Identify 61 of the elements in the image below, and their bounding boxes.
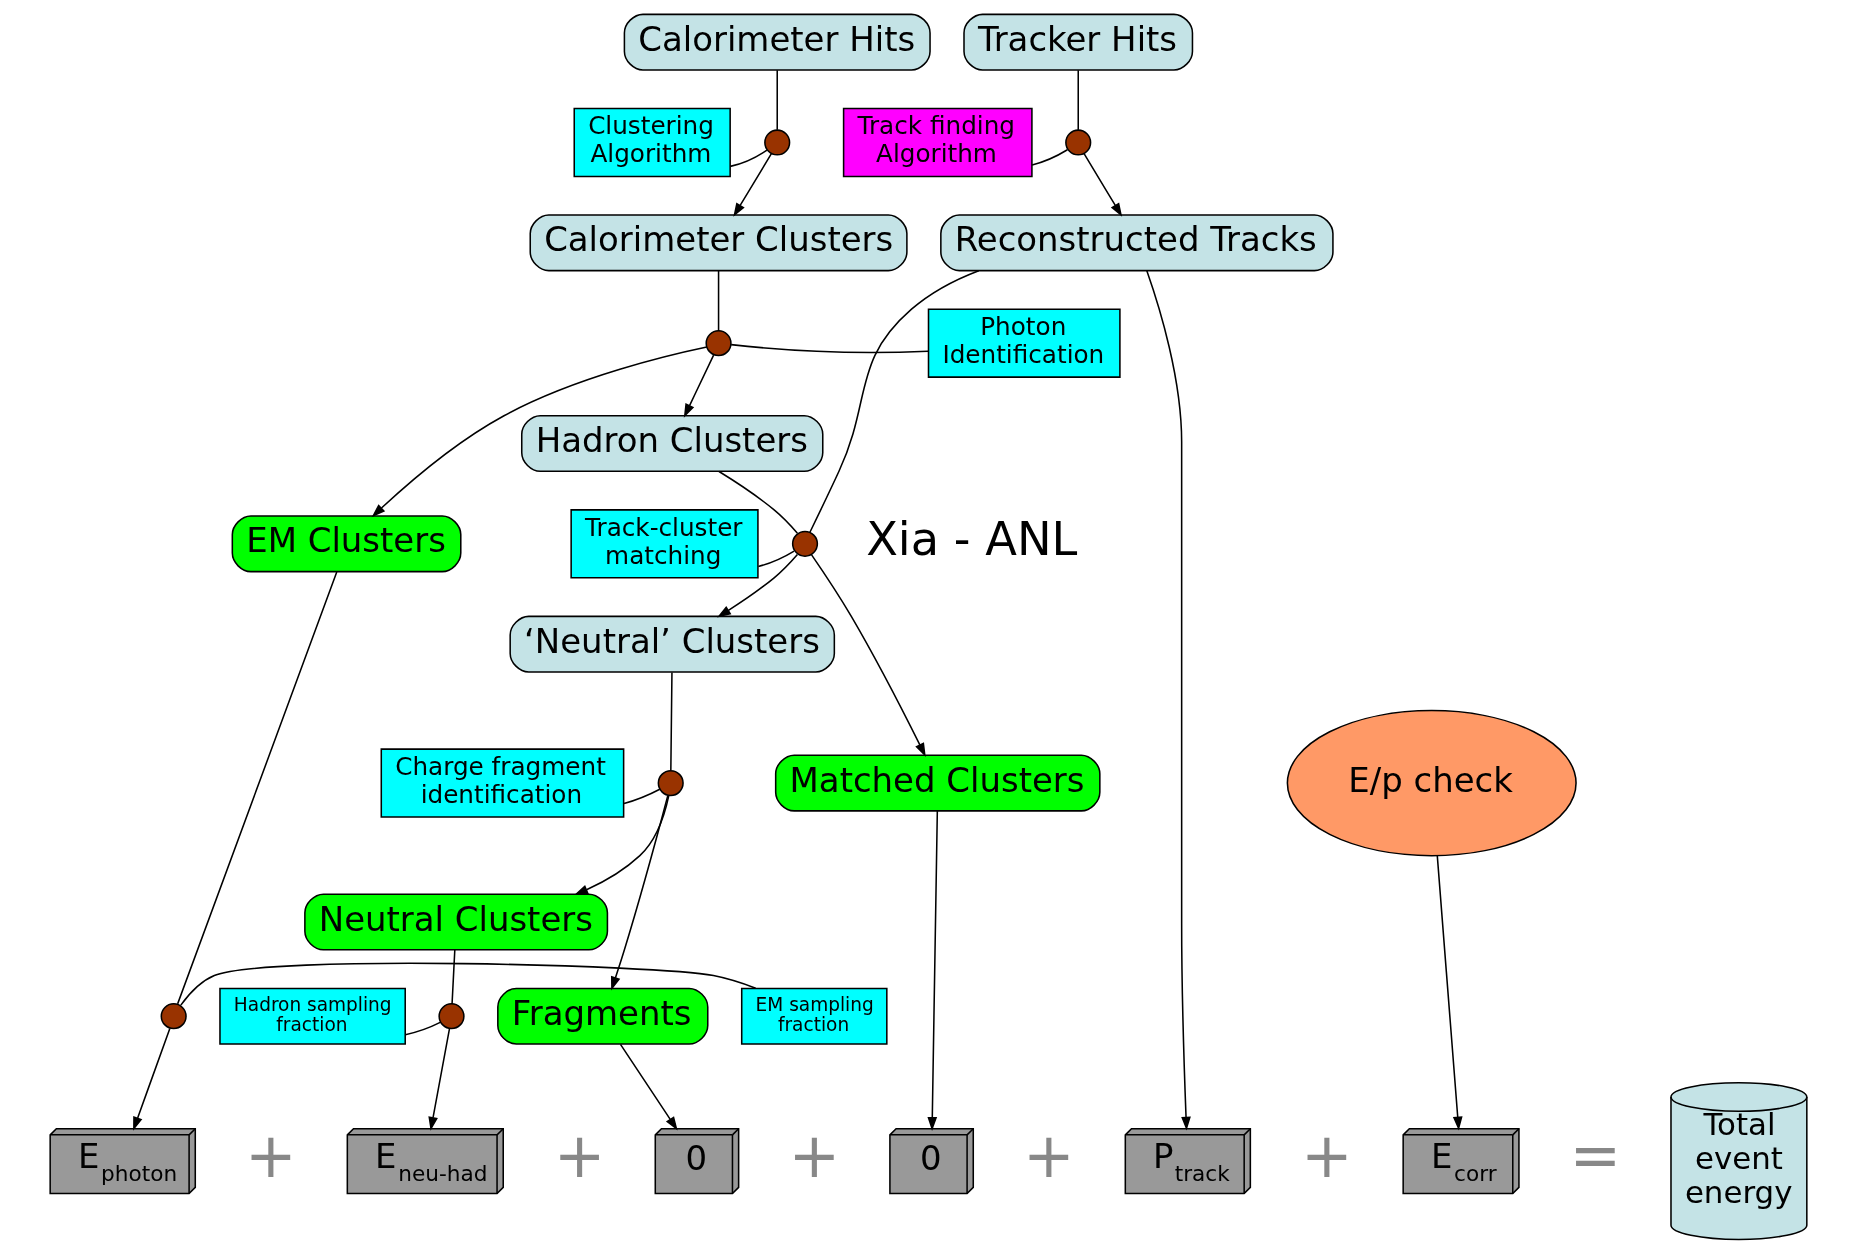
arrow [1145, 270, 1191, 1131]
label: + [244, 1119, 297, 1192]
node-ellipse: E/p check [1286, 709, 1577, 857]
connector [729, 343, 929, 354]
node-circle [791, 530, 818, 557]
arrow [926, 810, 938, 1131]
connector [1076, 69, 1079, 131]
arrow [716, 553, 798, 618]
node-box: Neutral Clusters [303, 893, 608, 951]
connector [757, 550, 795, 568]
node-box: Hadron sampling fraction [218, 987, 406, 1045]
connector [808, 269, 980, 533]
node-circle [763, 129, 790, 156]
node-box: Fragments [496, 987, 709, 1045]
node-box: Track-cluster matching [569, 509, 759, 579]
connector [176, 571, 338, 1005]
node-circle [437, 1003, 465, 1030]
label: Xia - ANL [865, 512, 1077, 567]
node-box: EM sampling fraction [740, 987, 888, 1045]
connector [775, 69, 778, 131]
node-box: Tracker Hits [962, 13, 1193, 71]
connector [717, 470, 798, 534]
node-box: Charge fragment identification [380, 748, 624, 818]
node-circle [704, 330, 732, 357]
node-box: Calorimeter Clusters [528, 214, 908, 272]
label: + [553, 1119, 606, 1192]
node-box: Calorimeter Hits [623, 13, 931, 71]
label: + [1300, 1119, 1353, 1192]
connector [717, 270, 719, 332]
arrow [610, 794, 669, 991]
connector [729, 149, 768, 168]
node-box: Clustering Algorithm [572, 107, 731, 178]
label: = [1568, 1119, 1621, 1192]
connector [669, 671, 673, 771]
arrow [1082, 152, 1122, 217]
label: + [787, 1119, 840, 1192]
arrow [732, 152, 772, 217]
arrow [683, 354, 714, 418]
arrow [371, 346, 708, 518]
node-circle [160, 1003, 187, 1030]
label: + [1022, 1119, 1075, 1192]
node-circle [657, 770, 684, 797]
node-box: Photon Identification [927, 308, 1121, 378]
node-box: Reconstructed Tracks [939, 214, 1334, 272]
arrow [810, 554, 926, 757]
node-box: Hadron Clusters [520, 414, 824, 473]
arrow [1436, 854, 1463, 1131]
node-box: EM Clusters [231, 515, 462, 573]
connector [622, 788, 661, 805]
connector [404, 1021, 441, 1036]
arrow [573, 794, 670, 895]
connector [450, 949, 456, 1005]
node-box: Track finding Algorithm [842, 107, 1033, 178]
node-box: ‘Neutral’ Clusters [508, 615, 835, 673]
connector [1030, 148, 1068, 166]
arrow [619, 1043, 678, 1131]
arrow [427, 1027, 450, 1131]
node-circle [1064, 129, 1091, 156]
node-box: Matched Clusters [774, 754, 1101, 812]
connector [179, 962, 756, 1006]
arrow [132, 1027, 171, 1131]
